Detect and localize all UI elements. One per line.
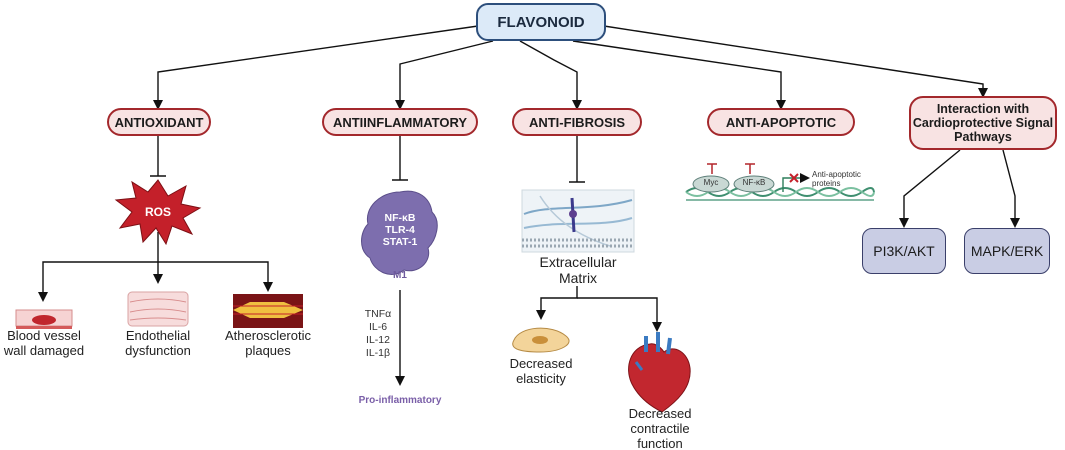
- anti-apoptotic-proteins-label: Anti-apoptotic proteins: [812, 170, 861, 188]
- ros-label: ROS: [144, 205, 171, 219]
- atherosclerotic-plaques-label: Atherosclerotic plaques: [225, 328, 311, 358]
- antioxidant-node: ANTIOXIDANT: [107, 108, 211, 136]
- block-cross-icon: [789, 173, 799, 183]
- arrow-root-antifibrosis: [519, 40, 582, 110]
- decreased-elasticity-label: Decreased elasticity: [509, 356, 573, 386]
- antifibrosis-node: ANTI-FIBROSIS: [512, 108, 642, 136]
- nfkb-factor-label: NF-κB: [742, 178, 766, 187]
- cytokine-list: TNFα IL-6 IL-12 IL-1β: [360, 308, 396, 360]
- antiinflammatory-node: ANTIINFLAMMATORY: [322, 108, 478, 136]
- cytokine-tnfa: TNFα: [364, 308, 392, 320]
- arrow-root-antiinflammatory: [395, 40, 494, 110]
- extracellular-matrix-icon: [521, 189, 635, 253]
- nfkb-blob-icon: [733, 175, 775, 193]
- inhibit-ros: [150, 136, 166, 177]
- mapk-erk-node: MAPK/ERK: [964, 228, 1050, 274]
- arrow-matrix-elasticity: [536, 286, 578, 320]
- arrow-root-antiapoptotic: [572, 40, 786, 110]
- myc-blob-icon: [692, 175, 730, 193]
- decreased-contractile-label: Decreased contractile function: [628, 406, 692, 450]
- heart-icon: [628, 332, 691, 413]
- pro-inflammatory-label: Pro-inflammatory: [358, 395, 442, 406]
- damaged-vessel-icon: [15, 309, 73, 329]
- cytokine-il6: IL-6: [368, 321, 388, 333]
- ros-burst-icon: [114, 179, 202, 246]
- arrow-root-antioxidant: [153, 25, 479, 110]
- myc-label: Myc: [703, 178, 719, 187]
- endothelium-icon: [127, 291, 189, 327]
- arrow-ros-vessel: [38, 261, 158, 302]
- arrow-matrix-contractile: [577, 297, 662, 332]
- antiapoptotic-node: ANTI-APOPTOTIC: [707, 108, 855, 136]
- marker-stat1: STAT-1: [382, 236, 418, 248]
- marker-tlr4: TLR-4: [385, 224, 415, 236]
- plaque-vessel-icon: [233, 294, 303, 328]
- cardioprotective-pathways-node: Interaction with Cardioprotective Signal…: [909, 96, 1057, 150]
- endothelial-dysfunction-label: Endothelial dysfunction: [125, 328, 191, 358]
- extracellular-matrix-label: Extracellular Matrix: [539, 254, 617, 286]
- m1-label: M1: [393, 270, 407, 281]
- arrow-root-pathways: [603, 25, 988, 98]
- arrow-ros-plaques: [158, 261, 273, 292]
- marker-nfkb: NF-κB: [384, 212, 416, 224]
- macrophage-markers: NF-κB TLR-4 STAT-1: [372, 212, 428, 248]
- pi3k-akt-node: PI3K/AKT: [862, 228, 946, 274]
- inhibit-macrophage: [392, 136, 408, 181]
- vessel-damage-label: Blood vessel wall damaged: [3, 328, 85, 358]
- cytokine-il1b: IL-1β: [365, 347, 391, 359]
- arrow-pathways-pi3k: [899, 149, 961, 228]
- m1-macrophage-icon: [361, 190, 438, 275]
- flavonoid-root-node: FLAVONOID: [476, 3, 606, 41]
- arrow-pathways-mapk: [1002, 149, 1020, 228]
- tf-bindings: [707, 163, 755, 174]
- cytokine-il12: IL-12: [366, 334, 390, 346]
- inhibit-matrix: [569, 136, 585, 183]
- gene-expression-arrow-icon: [782, 173, 810, 192]
- fibroblast-cell-icon: [512, 327, 570, 353]
